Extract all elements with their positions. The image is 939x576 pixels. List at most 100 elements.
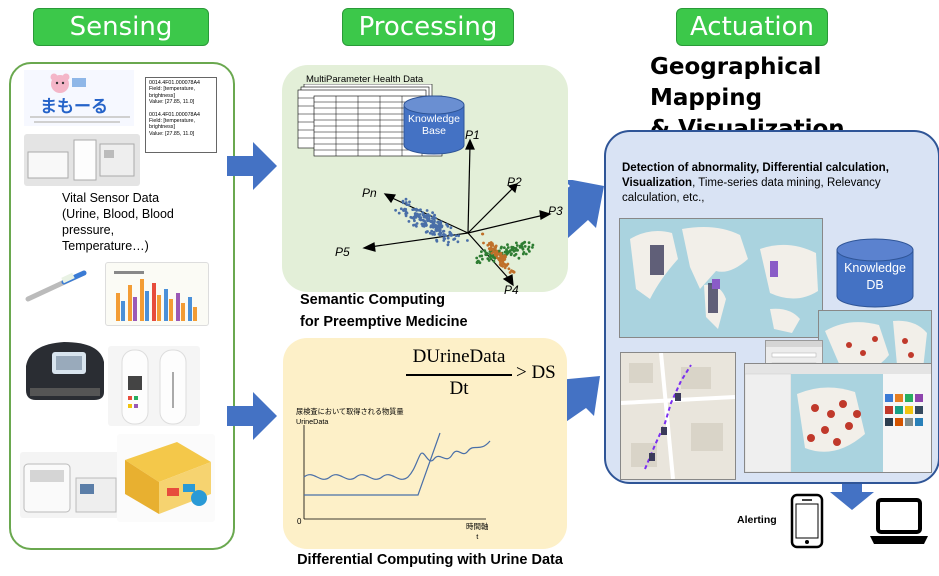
scatter-point (508, 249, 512, 253)
scatter-point (404, 197, 408, 201)
scatter-point (397, 211, 401, 215)
formula-rhs: > DS (516, 362, 556, 383)
processing-caption-line-1: Semantic Computing (300, 292, 446, 308)
scatter-point (499, 262, 503, 266)
scatter-point (476, 259, 480, 263)
scatter-point (412, 216, 416, 220)
scatter-point (401, 201, 405, 205)
knowledge-base-cylinder (403, 95, 465, 155)
actuation-title-line-1: Geographical Mapping (650, 54, 822, 111)
scatter-point (402, 209, 405, 212)
scatter-point (425, 216, 428, 220)
scatter-point (421, 211, 424, 214)
scatter-point (483, 249, 487, 252)
record-1-value: Value: [27.85, 11.0] (149, 99, 195, 106)
axis-label-p5: P5 (335, 245, 350, 259)
record-2-value: Value: [27.85, 11.0] (149, 130, 195, 137)
scatter-point (425, 209, 429, 212)
scatter-point (413, 219, 416, 223)
scatter-point (430, 229, 434, 233)
scatter-point (436, 220, 439, 224)
scatter-point (441, 230, 445, 233)
scatter-point (505, 248, 508, 252)
axis-label-p1: P1 (465, 128, 480, 142)
scatter-point (509, 253, 513, 257)
processing-header: Processing (342, 8, 514, 46)
formula-numerator: DUrineData (412, 346, 506, 367)
urine-data-wavy-line (303, 440, 491, 480)
actuation-title: Geographical Mapping & Visualization (650, 52, 939, 145)
processing-caption-line-2: for Preemptive Medicine (300, 314, 468, 330)
app-logo-text: まもーる (40, 97, 108, 117)
actuation-description: Detection of abnormality, Differential c… (622, 161, 922, 206)
scatter-point (521, 252, 525, 256)
scatter-point (394, 208, 397, 212)
differential-panel (283, 338, 567, 549)
scatter-point (413, 212, 417, 216)
description-bold: Detection of abnormality, Differential c… (622, 162, 889, 189)
scatter-point (431, 211, 434, 215)
x-axis-label-line-2: t (476, 532, 479, 541)
scatter-point (436, 228, 440, 232)
urine-analyzer-photo (20, 452, 120, 518)
scatter-point (448, 230, 452, 234)
scatter-point (437, 225, 440, 228)
scatter-point (415, 222, 419, 225)
scatter-point (515, 244, 519, 247)
scatter-point (506, 243, 509, 247)
scatter-point (497, 258, 501, 261)
formula-fraction-line (406, 374, 512, 376)
scatter-point (444, 234, 448, 237)
urine-time-series-chart (303, 425, 491, 520)
origin-label: 0 (297, 517, 302, 526)
scatter-point (429, 225, 433, 229)
scatter-point (434, 228, 438, 232)
scatter-point (429, 220, 433, 223)
table-title: MultiParameter Health Data (306, 74, 424, 85)
scatter-point (438, 228, 442, 232)
axis-p2 (467, 186, 515, 234)
scatter-point (425, 213, 429, 217)
formula-denominator: Dt (449, 378, 469, 399)
x-axis-label-line-1: 時間軸 (466, 522, 489, 531)
scatter-point (475, 256, 479, 260)
app-logo: まもーる (24, 70, 134, 126)
scatter-point (517, 256, 521, 260)
scatter-point (497, 249, 501, 253)
arrow-sensing-to-processing (227, 142, 277, 190)
scatter-point (407, 220, 411, 223)
scatter-point (449, 226, 453, 230)
scatter-point (415, 224, 418, 228)
y-axis-label-line-1: 尿検査において取得される物質量 (296, 407, 404, 416)
scatter-point (480, 254, 484, 258)
axis-label-pn: Pn (362, 186, 377, 200)
sensing-header: Sensing (33, 8, 209, 46)
scatter-point (454, 234, 458, 237)
arrow-sensing-to-differential (227, 392, 277, 440)
actuation-header: Actuation (676, 8, 828, 46)
scatter-point (488, 248, 492, 251)
scatter-point (492, 250, 496, 254)
scatter-point (404, 201, 408, 204)
scatter-point (439, 226, 443, 229)
arrow-actuation-to-alerting (830, 478, 874, 510)
vital-line-2: (Urine, Blood, Blood (62, 207, 174, 221)
scatter-point (502, 246, 506, 249)
scatter-point (487, 259, 491, 262)
scatter-point (443, 237, 447, 240)
street-map-screenshot (620, 352, 736, 480)
record-1-field: Field: [temperature, brightness] (149, 86, 195, 99)
scatter-point (516, 248, 519, 252)
knowledge-db-line-2: DB (866, 278, 884, 292)
scatter-point (503, 254, 507, 258)
scatter-point (478, 261, 482, 265)
scatter-point (503, 258, 507, 261)
y-axis-label: 尿検査において取得される物質量 UrineData (296, 407, 404, 427)
scatter-point (417, 208, 421, 212)
bear-icon (30, 73, 130, 123)
scatter-point (447, 240, 450, 244)
scatter-point (531, 243, 535, 247)
world-map-screenshot (619, 218, 823, 338)
scatter-point (491, 244, 495, 247)
scatter-point (423, 219, 426, 223)
